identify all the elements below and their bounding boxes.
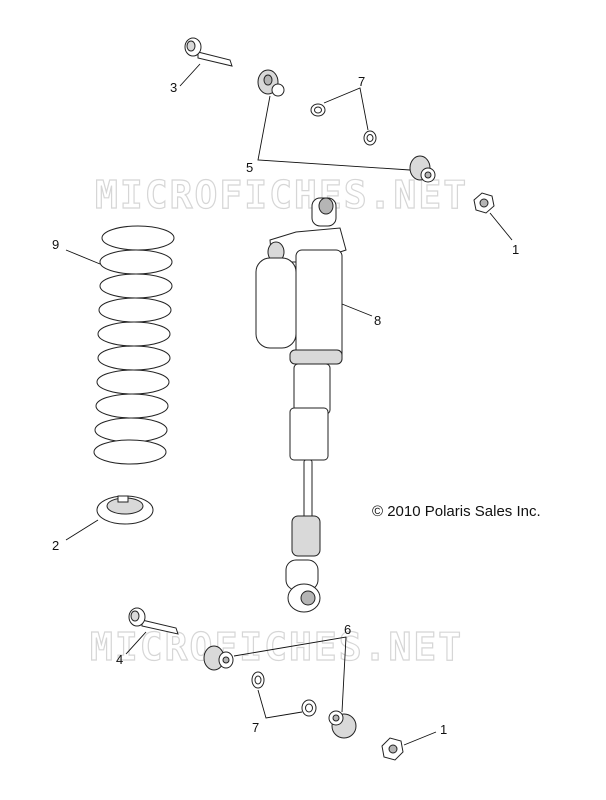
callout-4: 4 <box>116 652 123 667</box>
callout-8: 8 <box>374 313 381 328</box>
bushing-bottom-left <box>203 645 234 671</box>
callout-7-bottom: 7 <box>252 720 259 735</box>
callout-6: 6 <box>344 622 351 637</box>
shock-absorber <box>255 197 347 613</box>
callout-1-bottom: 1 <box>440 722 447 737</box>
copyright-notice: © 2010 Polaris Sales Inc. <box>372 503 541 520</box>
bolt-top <box>184 37 233 67</box>
watermark-top: MICROFICHES.NET <box>95 173 468 217</box>
watermark-bottom: MICROFICHES.NET <box>90 625 463 669</box>
spring-seat <box>96 495 154 525</box>
callout-1-top: 1 <box>512 242 519 257</box>
callout-7-top: 7 <box>358 74 365 89</box>
callout-2: 2 <box>52 538 59 553</box>
coil-spring <box>93 225 175 465</box>
callout-9: 9 <box>52 237 59 252</box>
callout-5: 5 <box>246 160 253 175</box>
bushing-bottom-right <box>328 710 357 739</box>
nut-bottom <box>381 737 404 761</box>
bushing-top-right <box>409 155 436 183</box>
bolt-bottom <box>128 607 179 635</box>
nut-top <box>473 192 495 214</box>
bushing-top-left <box>257 69 285 97</box>
callout-3: 3 <box>170 80 177 95</box>
